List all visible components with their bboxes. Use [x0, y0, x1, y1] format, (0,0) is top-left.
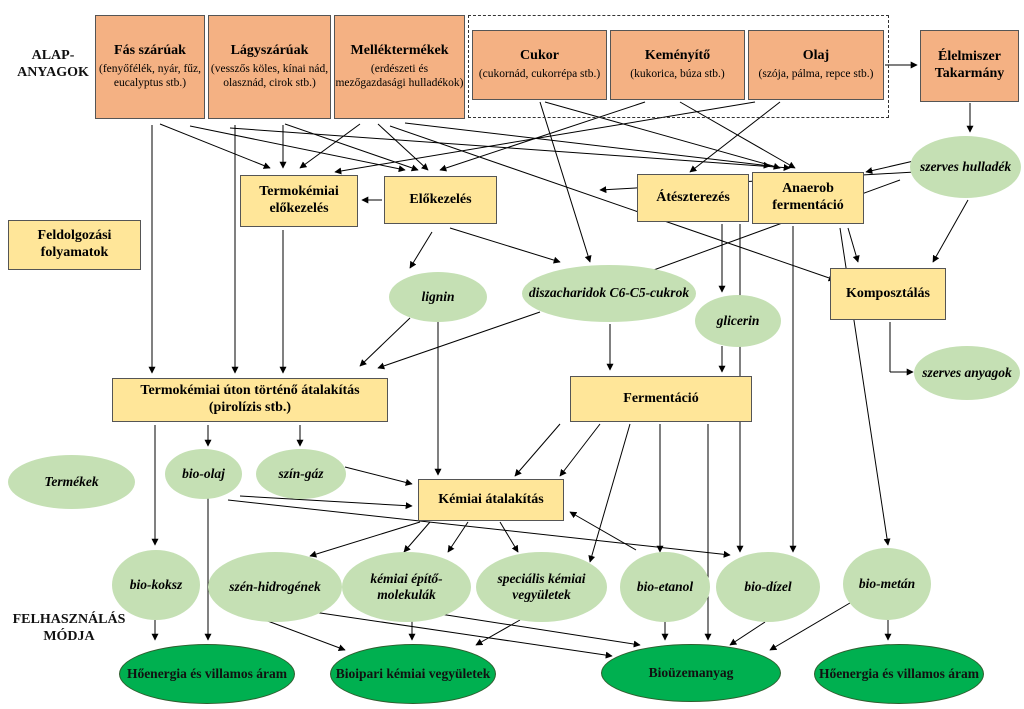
product-bioetanol: bio-etanol: [620, 552, 710, 622]
arrow-biodizel-biouzemanyag: [729, 621, 766, 646]
arrow-bioolaj-kemiai: [239, 495, 413, 510]
row-label-raw-materials: ALAP-ANYAGOK: [17, 48, 89, 80]
arrow-kemiai-epito-2: [447, 521, 469, 553]
arrow-biometan-biouzemanyag: [769, 599, 856, 651]
product-szerves-anyagok: szerves anyagok: [914, 346, 1020, 400]
product-specialis-kemiai-vegyuletek: speciális kémiai vegyületek: [476, 552, 607, 622]
arrow-kemenyito-elokezeles: [439, 101, 646, 172]
arrow-fermentacio-specialis: [588, 423, 631, 563]
use-bioipari-kemiai-vegyuletek: Bioipari kémiai vegyületek: [330, 644, 496, 704]
product-kemiai-epitomolekulak: kémiai építő-molekulák: [342, 552, 471, 622]
source-olaj: Olaj (szója, pálma, repce stb.): [748, 30, 884, 100]
product-biodizel: bio-dízel: [716, 552, 820, 622]
arrow-mellek-komposztalas: [389, 125, 836, 282]
arrow-bioolaj-biodizel: [227, 499, 731, 558]
product-szerves-hulladek: szerves hulladék: [910, 136, 1021, 198]
use-biouzemanyag: Bioüzemanyag: [601, 644, 781, 702]
arrow-szerves-hulladek-komposztalas: [932, 199, 969, 263]
arrow-fas-elokezeles: [189, 125, 406, 173]
arrow-mellek-termokemiai-elokezeles: [299, 123, 361, 169]
arrow-kemiai-specialis: [499, 521, 519, 553]
source-cukor: Cukor (cukornád, cukorrépa stb.): [472, 30, 607, 100]
product-diszacharidok: diszacharidok C6-C5-cukrok: [522, 265, 696, 322]
arrow-fermentacio-kemiai-1: [514, 423, 561, 477]
product-bioolaj: bio-olaj: [165, 449, 242, 499]
arrow-mellek-elokezeles: [377, 123, 429, 171]
product-szenhidrogenek: szén-hidrogének: [208, 552, 342, 622]
source-elelmiszer-takarmany: Élelmiszer Takarmány: [920, 30, 1019, 102]
arrow-fas-anaerob: [229, 127, 791, 172]
source-mellektermekek: Melléktermékek (erdészeti és mezőgazdasá…: [334, 15, 465, 119]
product-szingaz: szín-gáz: [256, 449, 346, 499]
arrow-specialis-bioipari: [475, 619, 521, 646]
arrow-szenhidrogenek-bioipari: [264, 619, 346, 652]
arrow-szerves-hulladek-anaerob: [865, 159, 919, 174]
process-termokemiai-atalakitas: Termokémiai úton történő átalakítás (pir…: [112, 378, 388, 422]
process-komposztalas: Komposztálás: [830, 268, 946, 320]
arrow-anaerob-komposztalas: [847, 227, 860, 263]
arrow-szingaz-kemiai: [344, 466, 413, 486]
product-biometan: bio-metán: [843, 548, 931, 620]
process-elokezeles: Előkezelés: [384, 176, 497, 224]
process-atészterezes: Átészterezés: [637, 174, 749, 222]
arrow-bioetanol-kemiai: [569, 511, 637, 551]
use-hoenergia-villamos-aram-2: Hőenergia és villamos áram: [814, 644, 984, 704]
arrow-lignin-termokemiai: [359, 317, 411, 367]
product-lignin: lignin: [389, 272, 487, 322]
source-fas-szaruak: Fás szárúak (fenyőfélék, nyár, fűz, euca…: [95, 15, 205, 119]
arrow-kemiai-szenhidrogenek: [309, 521, 421, 558]
arrow-fermentacio-kemiai-2: [559, 423, 601, 477]
arrow-elokezeles-diszacharidok: [449, 227, 561, 264]
arrow-olaj-termokemiai-elokezeles: [334, 101, 756, 175]
arrow-lagy-elokezeles: [284, 123, 419, 172]
arrow-szenhidrogenek-biouzemanyag: [299, 609, 613, 659]
legend-products: Termékek: [8, 455, 135, 509]
arrow-mellek-anaerob: [404, 122, 771, 169]
process-termokemiai-elokezeles: Termokémiai előkezelés: [240, 175, 358, 227]
product-glicerin: glicerin: [695, 295, 781, 347]
use-hoenergia-villamos-aram-1: Hőenergia és villamos áram: [119, 644, 295, 704]
product-biokoksz: bio-koksz: [112, 550, 200, 620]
process-anaerob-fermentacio: Anaerob fermentáció: [752, 172, 864, 224]
arrow-diszacharidok-termokemiai: [377, 311, 541, 370]
source-lagyszaruak: Lágyszárúak (vesszős köles, kínai nád, o…: [208, 15, 331, 119]
food-crops-group: [468, 15, 889, 118]
arrow-fas-termokemiai-elokezeles: [159, 123, 271, 169]
legend-processes: Feldolgozási folyamatok: [8, 220, 141, 270]
process-kemiai-atalakitas: Kémiai átalakítás: [418, 479, 564, 521]
source-kemenyito: Keményítő (kukorica, búza stb.): [610, 30, 745, 100]
arrow-cukor-anaerob: [544, 101, 781, 170]
arrow-kemiai-epito-1: [403, 521, 431, 553]
process-fermentacio: Fermentáció: [570, 376, 752, 422]
arrow-elokezeles-lignin: [409, 231, 433, 269]
arrow-epito-biouzemanyag: [439, 613, 641, 648]
arrow-cukor-diszacharidok: [539, 101, 592, 263]
arrow-olaj-atészterezes: [689, 101, 781, 173]
